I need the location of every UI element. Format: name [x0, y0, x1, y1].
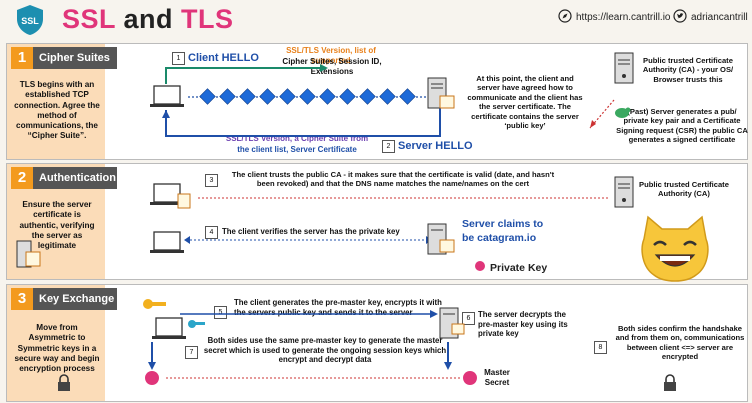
step5-text: The client generates the pre-master key,… — [234, 298, 442, 317]
twitter-icon — [673, 9, 687, 23]
step6-text: The server decrypts the pre-master key u… — [478, 310, 568, 339]
step4-text: The client verifies the server has the p… — [222, 227, 400, 236]
server-hello-label: Server HELLO — [398, 140, 473, 152]
key-exchange-diagram — [143, 299, 477, 385]
server-icon — [427, 77, 455, 109]
ca-server-icon — [614, 52, 634, 84]
step-number: 3 — [205, 174, 218, 187]
section-number: 3 — [11, 288, 33, 310]
cat-emoji-icon — [641, 215, 709, 282]
section-key-exchange: 3 Key Exchange Move from Asymmetric to S… — [6, 284, 748, 402]
csr-text: (Past) Server generates a pub/ private k… — [616, 107, 748, 145]
section-description: Move from Asymmetric to Symmetric keys i… — [14, 323, 100, 373]
svg-text:SSL: SSL — [21, 16, 39, 26]
private-key-label: Private Key — [490, 262, 548, 274]
learn-link[interactable]: https://learn.cantrill.io — [576, 12, 671, 23]
turtle-icon — [615, 107, 631, 118]
laptop-icon — [150, 231, 184, 253]
ssl-logo: SSL — [17, 5, 43, 35]
server-certificate-icon — [16, 240, 41, 268]
lock-icon — [58, 374, 70, 391]
ca-arrow — [589, 99, 615, 129]
client-hello-detail-2: Cipher Suites, Session ID, Extensions — [282, 57, 382, 76]
page-title: SSL and TLS — [62, 4, 234, 34]
section-title: Cipher Suites — [33, 47, 117, 69]
handshake-diagram — [150, 64, 455, 137]
agreement-text: At this point, the client and server hav… — [467, 74, 583, 131]
step7-text: Both sides use the same pre-master key t… — [203, 336, 447, 365]
section-description: Ensure the server certificate is authent… — [19, 200, 95, 250]
server-icon — [439, 307, 465, 339]
laptop-icon — [152, 317, 186, 339]
authentication-diagram — [150, 183, 610, 271]
step-number: 4 — [205, 226, 218, 239]
section-number: 1 — [11, 47, 33, 69]
step-number: 7 — [185, 346, 198, 359]
step8-text: Both sides confirm the handshake and fro… — [615, 324, 745, 362]
client-hello-detail-1: SSL/TLS Version, list of supported — [286, 46, 376, 65]
client-hello-label: Client HELLO — [188, 52, 259, 64]
step-number: 6 — [462, 312, 475, 325]
laptop-icon — [150, 183, 191, 209]
step-number: 5 — [214, 306, 227, 319]
laptop-icon — [150, 85, 184, 107]
step3-text: The client trusts the public CA - it mak… — [231, 170, 555, 189]
section-title: Key Exchange — [33, 288, 117, 310]
section-title: Authentication — [33, 167, 117, 189]
server-claims-text: Server claims to be catagram.io — [462, 218, 544, 244]
compass-icon — [558, 9, 572, 23]
key-icon — [143, 299, 166, 309]
ca-text: Public trusted Certificate Authority (CA… — [642, 56, 734, 84]
ca-text: Public trusted Certificate Authority (CA… — [639, 180, 729, 199]
server-icon — [427, 223, 455, 255]
step-number: 2 — [382, 140, 395, 153]
section-cipher-suites: 1 Cipher Suites TLS begins with an estab… — [6, 43, 748, 160]
ca-server-icon — [614, 176, 634, 208]
master-secret-label: Master Secret — [484, 368, 510, 387]
key-icon — [188, 320, 205, 328]
server-hello-detail-1: SSL/TLS Version, a Cipher Suite from — [225, 134, 369, 143]
step-number: 8 — [594, 341, 607, 354]
server-hello-detail-2: the client list, Server Certificate — [237, 145, 357, 154]
section-description: TLS begins with an established TCP conne… — [14, 80, 100, 141]
lock-icon — [664, 374, 676, 391]
section-number: 2 — [11, 167, 33, 189]
step-number: 1 — [172, 52, 185, 65]
twitter-handle[interactable]: adriancantrill — [691, 12, 748, 23]
